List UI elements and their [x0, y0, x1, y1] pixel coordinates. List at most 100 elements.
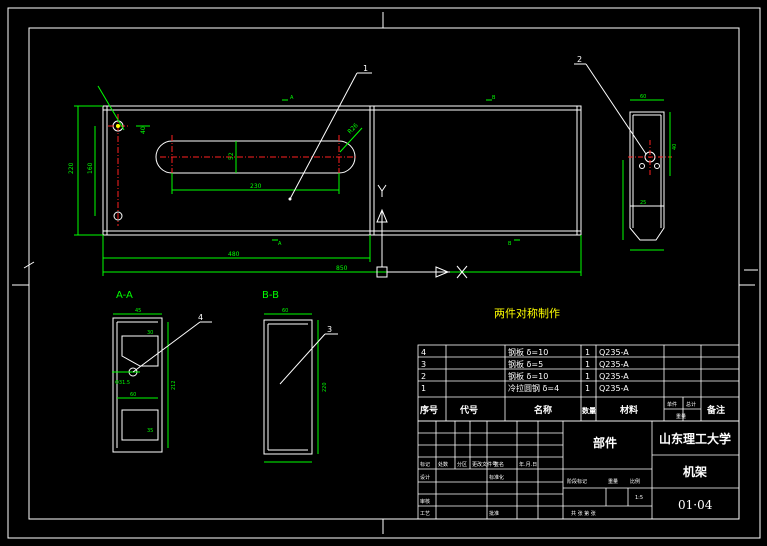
- section-b-b: B-B 60 220 3: [262, 290, 338, 463]
- bom-header-qty: 数量: [582, 406, 596, 415]
- dim-leader-radius: [339, 127, 363, 153]
- corner-mark-left: [23, 261, 35, 269]
- axis-x-label: X: [0, 0, 1, 1]
- bom-row-3-material: Q235-A: [599, 372, 629, 381]
- bom-header-name: 名称: [534, 404, 552, 416]
- section-a-dim-w1: 45: [135, 308, 141, 314]
- section-a-rib-bottom: [121, 409, 159, 441]
- main-view: 220 160 480 850 230 52 R26 40 1 A A B B: [68, 64, 582, 276]
- side-hole-small-2: [654, 163, 660, 169]
- bom-header-no: 序号: [420, 404, 438, 416]
- title-label-process: 工艺: [420, 511, 430, 517]
- bom-table: 4 钢板 δ=10 1 Q235-A 3 钢板 δ=5 1 Q235-A 2 钢…: [417, 344, 740, 422]
- dim-hole-offset: 40: [140, 126, 147, 134]
- view-marker-b-top: B: [492, 95, 496, 101]
- main-plate-outline: [102, 105, 582, 236]
- dim-slot-length: 230: [250, 183, 262, 190]
- title-label-mark: 标记: [420, 461, 430, 468]
- side-dim-mid-value: 40: [672, 144, 678, 150]
- drawing-frame: [7, 7, 761, 539]
- bom-row-2-qty: 1: [585, 360, 590, 369]
- bom-row-1-no: 4: [421, 348, 426, 357]
- dim-leader-hole: [97, 85, 125, 131]
- title-label-zone: 分区: [457, 461, 467, 468]
- section-a-outline: [112, 317, 163, 453]
- bom-header-single: 单件: [667, 401, 677, 408]
- view-marker-b-bottom: B: [508, 241, 512, 247]
- section-a-dim-height-value: 212: [171, 380, 177, 390]
- section-b-dim-w: 60: [282, 308, 288, 314]
- side-dim-top-value: 60: [640, 94, 646, 100]
- leader-2: [585, 63, 647, 155]
- axis-y-label: Y: [0, 0, 1, 1]
- section-a-dim-dia: Φ31.5: [115, 380, 130, 386]
- ucs-y-arrow: [376, 208, 388, 223]
- section-b-dim-height-value: 220: [322, 382, 328, 392]
- dim-height-inner: 160: [87, 162, 94, 174]
- title-block: 部件 山东理工大学 机架 01·04 1:5 标记 处数 分区 更改文件号 签名…: [417, 420, 740, 520]
- title-label-count: 处数: [438, 461, 448, 468]
- title-label-sheets: 共 张 第 张: [571, 510, 596, 517]
- bom-row-1-material: Q235-A: [599, 348, 629, 357]
- section-b-outline: [263, 319, 313, 455]
- dim-slot-width: 52: [228, 152, 235, 160]
- balloon-3: 3: [327, 325, 332, 334]
- dim-height-outer: 220: [68, 162, 75, 174]
- side-view-outline: [629, 111, 665, 241]
- mount-hole-bottom: [113, 211, 123, 221]
- ucs-y-letter-1: [377, 184, 383, 192]
- hole-center-dot: [116, 124, 120, 128]
- title-school: 山东理工大学: [659, 431, 731, 446]
- bom-row-4-no: 1: [421, 384, 426, 393]
- title-label-standardize: 标准化: [489, 474, 504, 481]
- dim-overall-length: 850: [336, 265, 348, 272]
- bom-header-code: 代号: [459, 404, 478, 416]
- bom-row-4-name: 冷拉圆钢 δ=4: [508, 383, 559, 393]
- section-a-dim-w3: 30: [147, 330, 153, 336]
- section-b-label: B-B: [262, 290, 279, 301]
- balloon-1: 1: [363, 64, 368, 73]
- title-label-scale: 比例: [630, 478, 640, 485]
- title-part: 部件: [593, 435, 617, 450]
- section-a-dim-w2: 60: [130, 392, 136, 398]
- title-label-design: 设计: [420, 474, 430, 481]
- side-hole-small-1: [639, 163, 645, 169]
- bom-row-3-qty: 1: [585, 372, 590, 381]
- bom-header-remark: 备注: [706, 404, 725, 416]
- title-label-change-doc: 更改文件号: [472, 461, 497, 468]
- side-view: 60 40 25 2: [574, 55, 678, 251]
- leader-4: [132, 321, 201, 373]
- title-drawing-no: 01·04: [678, 498, 713, 512]
- title-scale: 1:5: [635, 495, 643, 501]
- ucs-axes: [376, 184, 468, 279]
- bom-row-2-no: 3: [421, 360, 426, 369]
- bom-header-weight: 重量: [676, 413, 686, 420]
- balloon-2: 2: [577, 55, 582, 64]
- title-label-review: 审核: [420, 498, 430, 505]
- title-label-weight: 重量: [608, 478, 618, 485]
- bom-header-total: 总计: [686, 401, 696, 408]
- section-a-label: A-A: [116, 290, 133, 301]
- view-marker-a-bottom: A: [278, 241, 282, 247]
- leader-1-dot: [288, 197, 292, 201]
- section-a-dim-w4: 35: [147, 428, 153, 434]
- dim-main-length: 480: [228, 251, 240, 258]
- section-a-rib-top: [121, 335, 159, 367]
- dim-slot-radius: R26: [346, 122, 359, 135]
- view-marker-a-top: A: [290, 95, 294, 101]
- bom-row-1-qty: 1: [585, 348, 590, 357]
- bom-row-3-no: 2: [421, 372, 426, 381]
- title-label-signature: 签名: [494, 461, 504, 468]
- title-label-stage: 阶段标记: [567, 478, 587, 485]
- title-label-date: 年.月.日: [519, 461, 537, 468]
- ucs-x-cross-2: [456, 265, 468, 279]
- bom-row-1-name: 钢板 δ=10: [508, 347, 548, 357]
- leader-3: [279, 333, 326, 385]
- outer-border: [7, 7, 761, 539]
- bom-header-material: 材料: [619, 404, 638, 416]
- bom-row-3-name: 钢板 δ=10: [508, 371, 548, 381]
- bom-row-2-material: Q235-A: [599, 360, 629, 369]
- bom-row-4-qty: 1: [585, 384, 590, 393]
- leader-1: [289, 72, 358, 200]
